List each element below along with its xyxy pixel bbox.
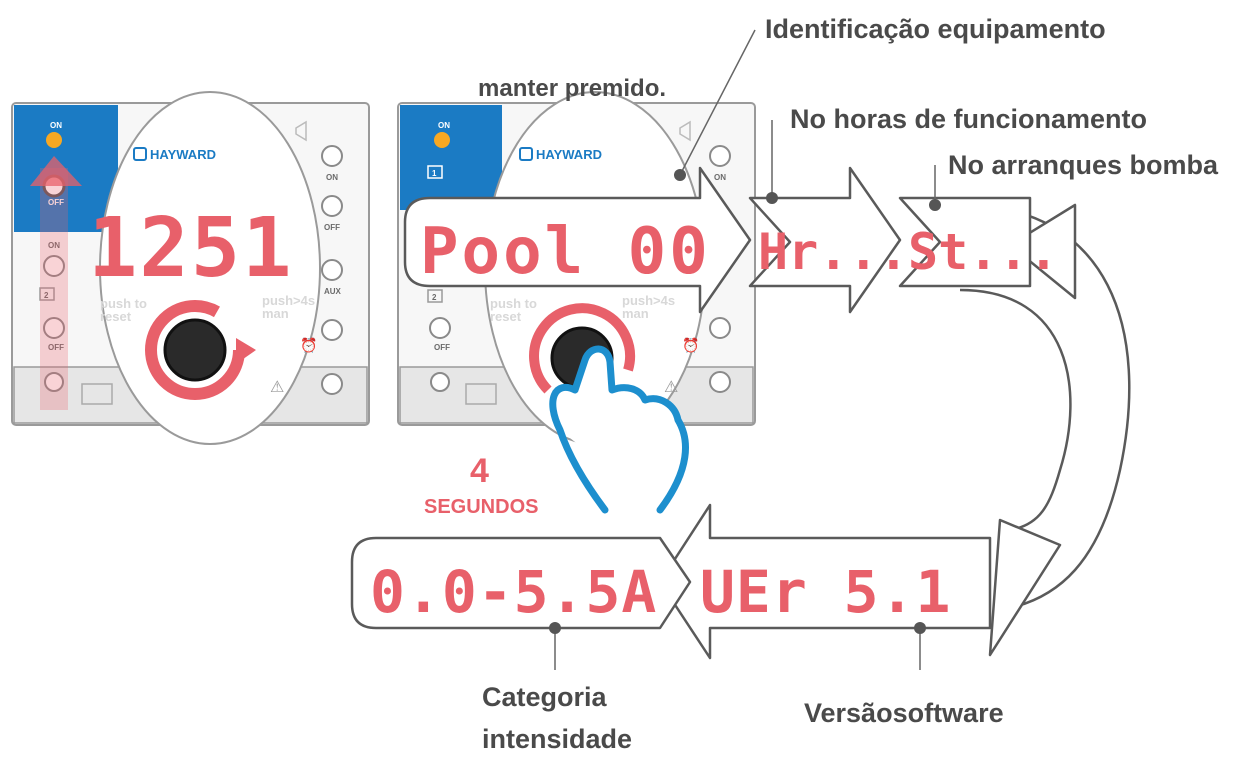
bottom-right-button[interactable] — [321, 373, 343, 395]
category-dot — [549, 622, 561, 634]
return-curve-inner — [959, 288, 1072, 532]
software-dot — [914, 622, 926, 634]
pump2-number: 2 — [44, 291, 49, 300]
seconds-word: SEGUNDOS — [424, 496, 538, 518]
hayward-logo-icon — [519, 147, 533, 161]
return-arrow-top-head-icon — [1008, 203, 1077, 300]
on2-label: ON — [48, 241, 60, 250]
bottom-left-button[interactable] — [430, 372, 450, 392]
starts-readout: St... — [908, 223, 1059, 281]
aux-label: AUX — [324, 287, 342, 296]
hours-label: No horas de funcionamento — [790, 104, 1147, 134]
aux-button[interactable] — [321, 259, 343, 281]
push-man-line1: push>4s — [622, 293, 675, 308]
speaker-icon — [295, 120, 307, 142]
timer-button[interactable] — [709, 317, 731, 339]
seconds-number: 4 — [470, 452, 489, 490]
alarm-clock-icon: ⏰ — [300, 336, 317, 354]
hold-label: manter premido. — [478, 75, 666, 102]
right-off-label: OFF — [324, 223, 340, 232]
off2-label: OFF — [48, 343, 64, 352]
blue-status-area — [400, 105, 502, 210]
right-on-label: ON — [714, 173, 726, 182]
identification-label: Identificação equipamento — [765, 14, 1106, 44]
rotation-arrow-head-icon — [236, 338, 256, 364]
on-label: ON — [50, 121, 62, 130]
arrow-band-bottom-right — [658, 503, 992, 660]
push-man-line1: push>4s — [262, 293, 315, 308]
alarm-clock-icon: ⏰ — [682, 336, 699, 354]
pump1-number: 1 — [432, 169, 437, 178]
pump1-icon — [427, 165, 443, 179]
arrow-band-3 — [898, 196, 1032, 288]
pump2-icon — [39, 287, 55, 301]
pump2-number: 2 — [432, 293, 437, 302]
on-button-right[interactable] — [321, 145, 343, 167]
leaders — [549, 29, 941, 670]
seven-segment-display-left: 1251 — [88, 201, 293, 296]
control-knob[interactable] — [163, 318, 227, 382]
hayward-logo-icon — [133, 147, 147, 161]
off2-label: OFF — [434, 343, 450, 352]
category-label-line2: intensidade — [482, 724, 632, 754]
pump2-icon — [427, 289, 443, 303]
right-on-label: ON — [326, 173, 338, 182]
bottom-left-button[interactable] — [44, 372, 64, 392]
starts-dot — [929, 199, 941, 211]
starts-label: No arranques bomba — [948, 150, 1219, 180]
software-label: Versãosoftware — [804, 698, 1004, 728]
warning-icon: ⚠ — [664, 379, 678, 396]
identification-dot — [674, 169, 686, 181]
warning-icon: ⚠ — [270, 379, 284, 396]
push-reset-line1: push to — [490, 296, 537, 311]
off2-button[interactable] — [429, 317, 451, 339]
return-arrow-bottom-head-icon — [988, 518, 1062, 657]
brand-name: HAYWARD — [150, 147, 216, 162]
arrow-band-2 — [748, 166, 902, 314]
on2-button[interactable] — [43, 255, 65, 277]
press-indicator-arc — [529, 303, 635, 394]
upward-scroll-band — [40, 168, 68, 410]
off-label: OFF — [48, 198, 64, 207]
up-arrow-icon — [30, 156, 82, 186]
off2-button[interactable] — [43, 317, 65, 339]
pump-icon — [465, 383, 497, 405]
speaker-icon — [679, 120, 691, 142]
on-button-right[interactable] — [709, 145, 731, 167]
timer-button[interactable] — [321, 319, 343, 341]
brand-name: HAYWARD — [536, 147, 602, 162]
category-label-line1: Categoria — [482, 682, 608, 712]
on-indicator-led — [46, 132, 62, 148]
blue-status-area — [14, 105, 118, 232]
hours-dot — [766, 192, 778, 204]
off-button-right[interactable] — [321, 195, 343, 217]
arrow-band-1 — [403, 166, 752, 314]
category-readout: 0.0-5.5A — [370, 558, 657, 626]
version-readout: UEr 5.1 — [700, 558, 951, 626]
on-indicator-led — [434, 132, 450, 148]
push-reset-line2: reset — [100, 309, 132, 324]
display-pool-readout: Pool 00 — [420, 215, 711, 289]
identification-leader — [679, 29, 756, 176]
on-label: ON — [438, 121, 450, 130]
push-reset-line1: push to — [100, 296, 147, 311]
flow-arrows — [350, 166, 1131, 660]
arrow-band-bottom-left — [350, 536, 692, 630]
pressing-hand-icon — [549, 345, 689, 514]
hours-readout: Hr... — [758, 223, 909, 281]
push-reset-line2: reset — [490, 309, 522, 324]
push-man-line2: man — [262, 306, 289, 321]
control-panel-left: ON OFF ON 2 OFF HAYWARD ON OFF AUX ⏰ ⚠ p… — [11, 91, 370, 445]
bottom-right-button[interactable] — [709, 371, 731, 393]
push-man-line2: man — [622, 306, 649, 321]
pump-icon — [81, 383, 113, 405]
